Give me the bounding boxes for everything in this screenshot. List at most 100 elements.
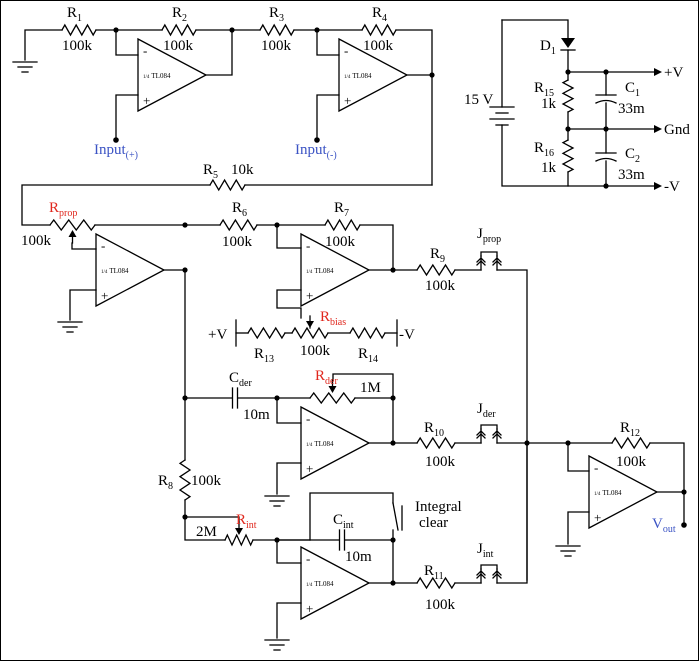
wire (276, 462, 302, 495)
opamp-noninverting-sign: + (594, 510, 601, 525)
ic-fraction: 1/4 (306, 583, 313, 588)
opamp-inverting-sign: - (306, 551, 310, 566)
junction-dot (274, 395, 280, 401)
junction-dot (603, 126, 609, 132)
input-neg-label: Input(-) (295, 142, 337, 161)
ic-fraction: 1/4 (101, 270, 108, 275)
label-name: R (172, 5, 182, 21)
resistor-label-r1: R1 (67, 5, 82, 24)
label-name: R (49, 200, 59, 216)
jumper-pin (476, 257, 486, 263)
opamp-noninverting-sign: + (306, 288, 313, 303)
input-pos-label: Input(+) (94, 142, 138, 161)
label-subscript: 13 (264, 354, 274, 365)
resistor-label-r7: R7 (334, 200, 349, 219)
opamp-7 (588, 454, 659, 530)
opamp-4 (300, 232, 371, 308)
label-name: J (477, 226, 483, 242)
resistor-symbol (561, 79, 575, 113)
label-name: C (229, 370, 239, 386)
label-subscript: (-) (327, 150, 337, 161)
wire (567, 511, 590, 545)
label-subscript: 12 (630, 428, 640, 439)
pot-label-rprop: Rprop (49, 200, 77, 219)
resistor-value-r1: 100k (62, 38, 93, 54)
resistor-value-r4: 100k (363, 38, 394, 54)
cap-value-c1: 33m (618, 101, 645, 117)
cap-value-cder: 10m (243, 407, 270, 423)
label-subscript: 2 (182, 13, 187, 24)
resistor-symbol (416, 576, 456, 590)
ic-part: TL084 (352, 72, 372, 80)
junction-dot (274, 222, 280, 228)
wire (309, 492, 394, 541)
junction-dot (182, 267, 188, 273)
junction-dot (603, 183, 609, 189)
junction-dot (182, 514, 188, 520)
jumper-link (480, 564, 498, 570)
wire (184, 499, 226, 541)
jumper-link (480, 424, 498, 430)
output-label: Vout (652, 516, 676, 535)
label-subscript: (+) (126, 150, 138, 161)
resistor-symbol (178, 459, 192, 501)
label-subscript: 16 (544, 148, 554, 159)
label-name: R (67, 5, 77, 21)
junction-dot (113, 27, 119, 33)
input-pos-terminal (113, 137, 119, 143)
label-subscript: 4 (382, 13, 387, 24)
label-name: R (534, 80, 544, 96)
resistor-label-r14: R14 (358, 346, 378, 365)
resistor-value-r6: 100k (222, 234, 253, 250)
jumper-pin (492, 257, 502, 263)
pot-label-rbias: Rbias (320, 309, 346, 328)
resistor-symbol (161, 23, 197, 37)
cap-label-cder: Cder (229, 370, 252, 389)
label-subscript: 3 (279, 13, 284, 24)
wire (115, 94, 139, 141)
resistor-symbol (561, 139, 575, 173)
ic-part: TL084 (109, 267, 129, 275)
resistor-label-r2: R2 (172, 5, 187, 24)
pot-value-rbias: 100k (300, 343, 331, 359)
label-name: R (372, 5, 382, 21)
junction-dot (603, 69, 609, 75)
label-name: R (158, 473, 168, 489)
ic-part: TL084 (314, 267, 334, 275)
cap-label-cint: Cint (333, 512, 354, 531)
capacitor-plate (595, 157, 617, 162)
resistor-value-r11: 100k (425, 597, 456, 613)
resistor-label-r3: R3 (269, 5, 284, 24)
resistor-symbol (219, 218, 258, 232)
label-subscript: 7 (344, 208, 349, 219)
junction-dot (565, 440, 571, 446)
input-neg-terminal (314, 137, 320, 143)
junction-dot (681, 489, 687, 495)
junction-dot (314, 27, 320, 33)
resistor-label-r15: R15 (534, 80, 554, 99)
components (12, 23, 687, 651)
resistor-symbol (49, 218, 96, 232)
resistor-label-r11: R11 (424, 563, 444, 582)
junction-dot (390, 580, 396, 586)
resistor-symbol (324, 218, 361, 232)
jumper-pin (492, 573, 502, 579)
wire (256, 224, 302, 249)
junction-dot (565, 69, 571, 75)
label-subscript: out (663, 524, 676, 535)
cap-label-c2: C2 (625, 146, 640, 165)
label-name: R (254, 346, 264, 362)
opamp-inverting-sign: - (344, 43, 348, 58)
wire (276, 289, 302, 319)
label-name: J (477, 541, 483, 557)
junction-dot (182, 222, 188, 228)
wire (276, 602, 302, 639)
label-subscript: int (343, 520, 354, 531)
resistor-symbol (259, 23, 295, 37)
